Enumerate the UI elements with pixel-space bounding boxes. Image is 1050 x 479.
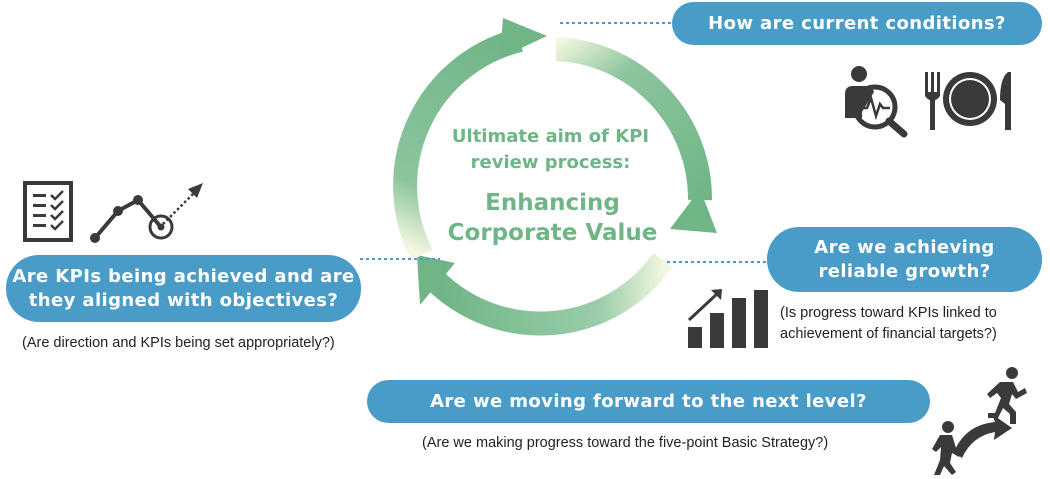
- center-aim-label: Ultimate aim of KPI review process:: [438, 124, 663, 176]
- center-aim-line2: review process:: [470, 152, 631, 173]
- checklist-icon: [23, 181, 73, 242]
- step-left-question-line1: Are KPIs being achieved and are: [12, 265, 355, 287]
- trend-line-target-icon: [90, 183, 203, 243]
- step-right-question-line2: reliable growth?: [818, 260, 991, 282]
- step-left-question: Are KPIs being achieved and are they ali…: [6, 255, 361, 322]
- step-left-note: (Are direction and KPIs being set approp…: [22, 333, 335, 354]
- fork-plate-knife-icon: [925, 72, 1011, 130]
- cycle-arc-left: [393, 18, 547, 261]
- step-bottom-note: (Are we making progress toward the five-…: [422, 433, 828, 454]
- step-top-question: How are current conditions?: [672, 2, 1042, 45]
- step-top-question-text: How are current conditions?: [708, 12, 1006, 34]
- step-right-note-line1: (Is progress toward KPIs linked to: [780, 305, 997, 321]
- step-bottom-question-text: Are we moving forward to the next level?: [430, 390, 867, 412]
- step-right-note-line2: achievement of financial targets?): [780, 326, 997, 343]
- center-value-label: Enhancing Corporate Value: [430, 188, 675, 248]
- step-bottom-note-text: (Are we making progress toward the five-…: [422, 435, 829, 451]
- step-right-question: Are we achieving reliable growth?: [767, 227, 1042, 292]
- step-right-note: (Is progress toward KPIs linked to achie…: [780, 303, 997, 345]
- person-magnifier-icon: [845, 66, 908, 138]
- step-right-question-line1: Are we achieving: [814, 236, 995, 258]
- center-value-line2: Corporate Value: [447, 220, 658, 246]
- center-aim-line1: Ultimate aim of KPI: [451, 126, 650, 147]
- step-bottom-question: Are we moving forward to the next level?: [367, 380, 930, 423]
- center-value-line1: Enhancing: [485, 190, 620, 216]
- running-people-icon: [932, 367, 1027, 475]
- step-left-question-line2: they aligned with objectives?: [28, 289, 339, 311]
- cycle-arc-bottom: [417, 252, 673, 336]
- bar-chart-growth-icon: [687, 289, 768, 348]
- step-left-note-text: (Are direction and KPIs being set approp…: [22, 335, 335, 351]
- cycle-arc-right: [555, 37, 717, 233]
